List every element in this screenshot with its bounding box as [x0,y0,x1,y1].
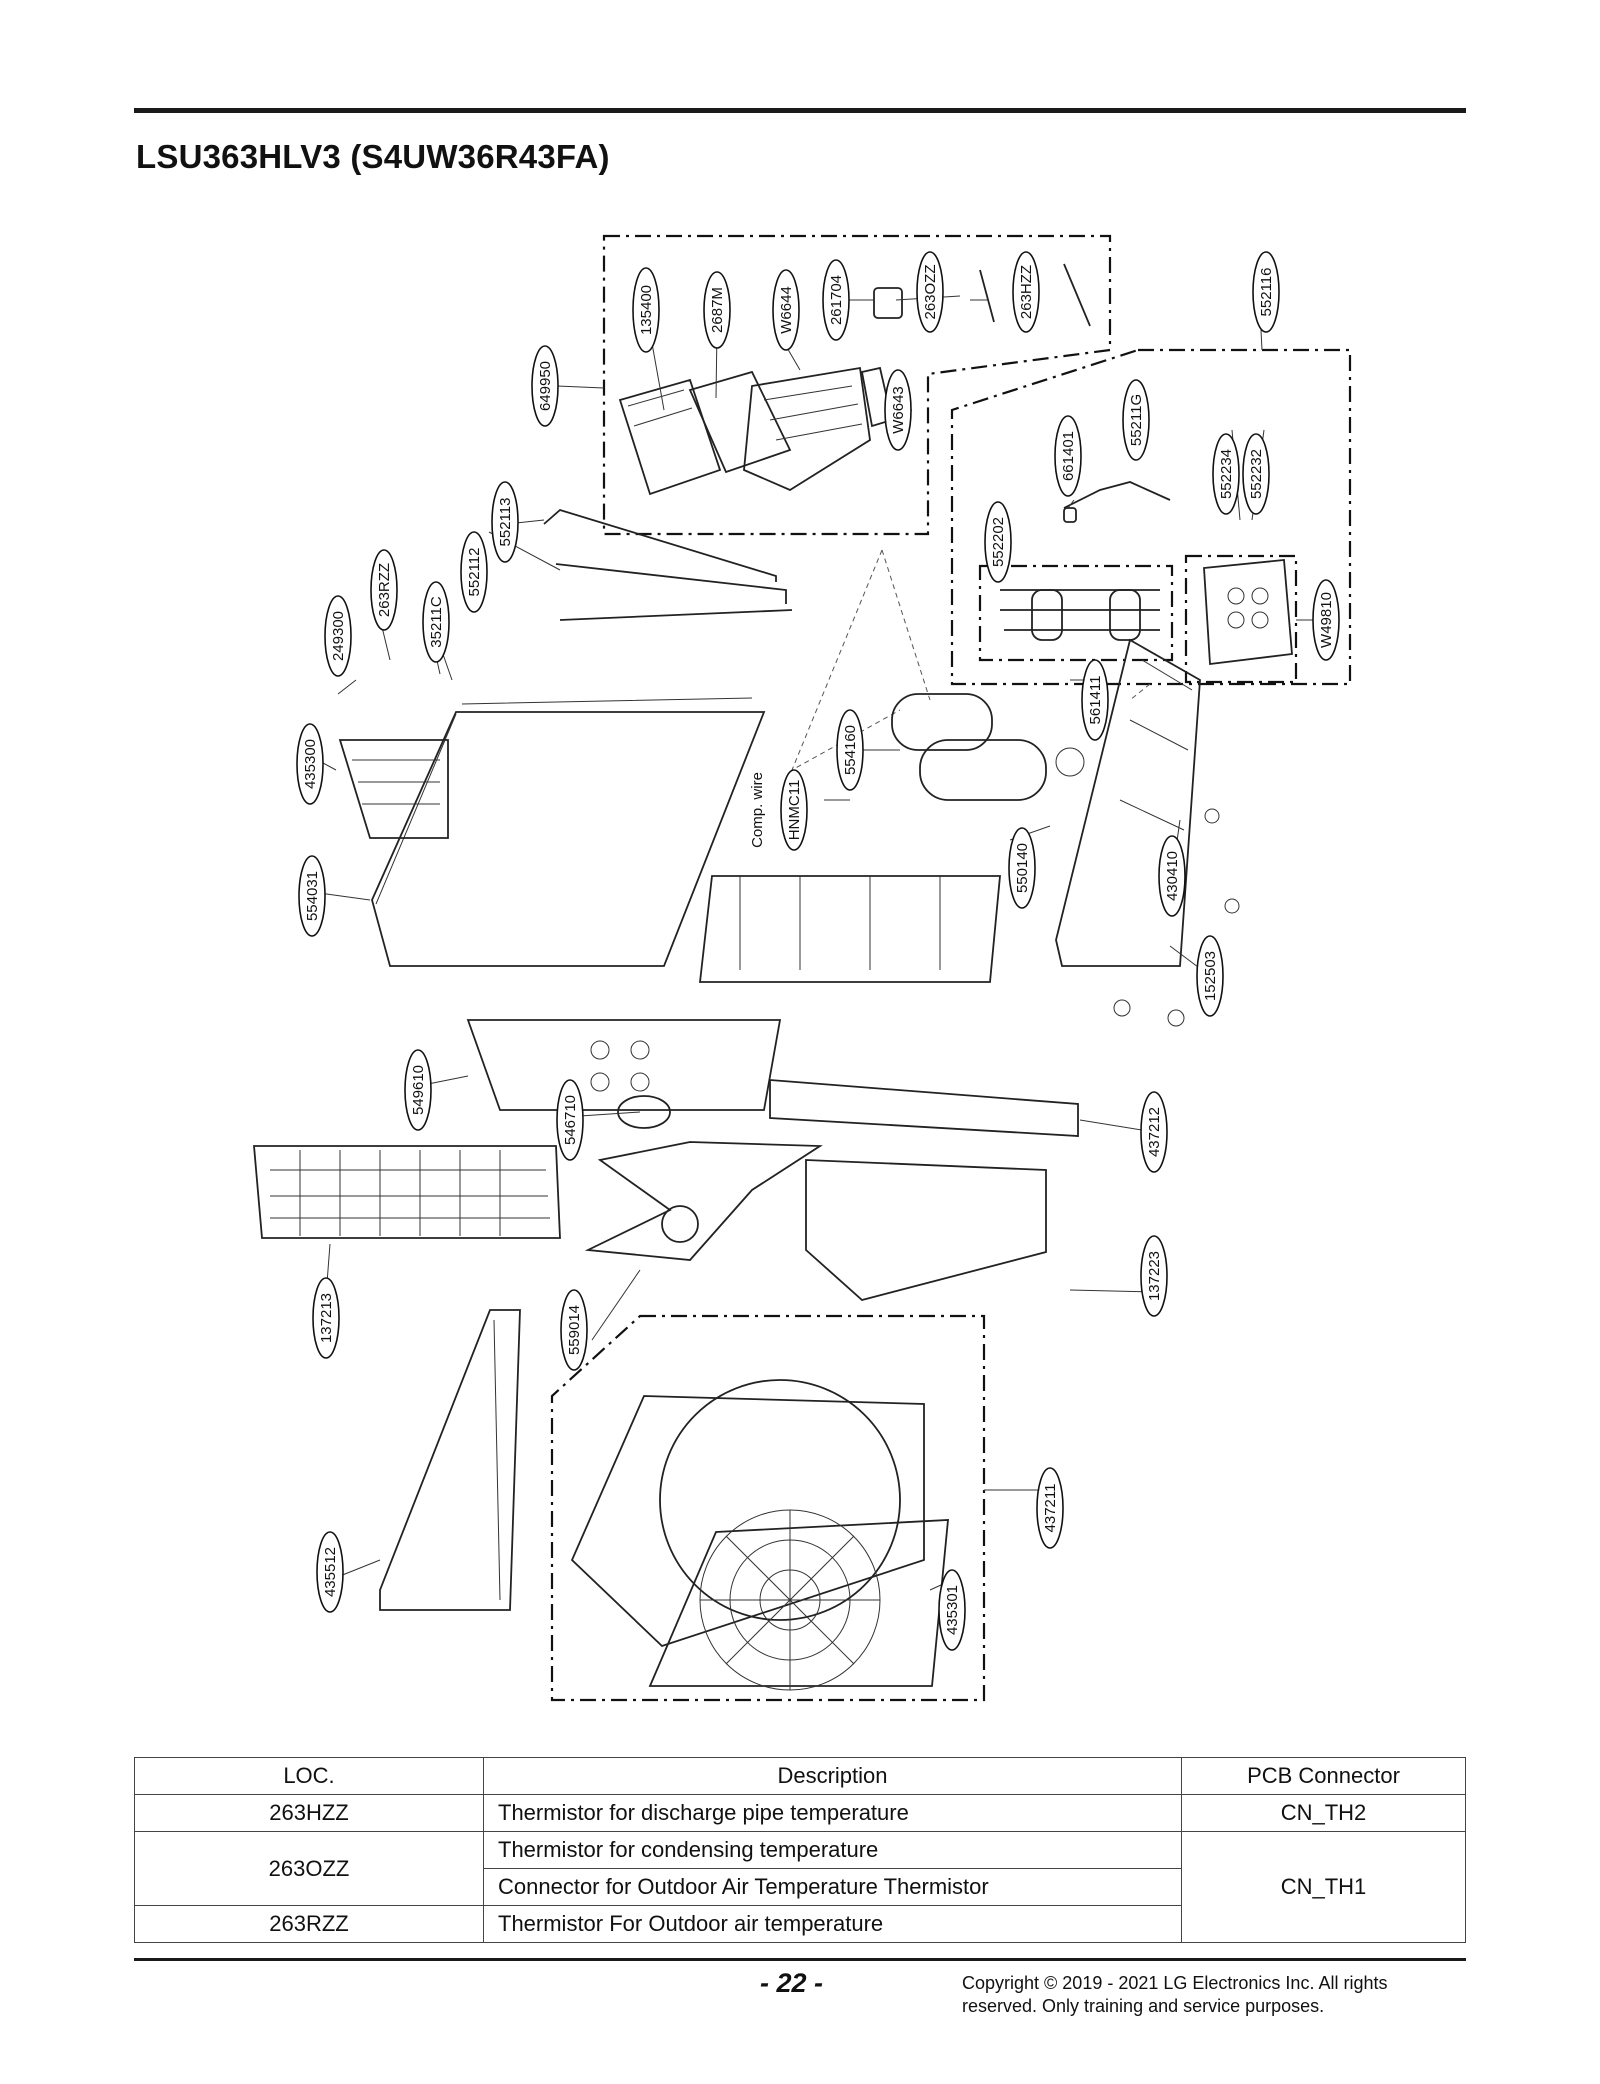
table-row: 263HZZ Thermistor for discharge pipe tem… [134,1794,1466,1832]
part-label: 559014 [566,1305,583,1355]
exploded-view-diagram: 135400 2687M W6644 261704 263OZZ 263HZZ … [253,234,1352,1702]
part-label: 135400 [638,285,655,335]
reversing-valve-box [978,564,1174,662]
part-label: 263HZZ [1018,265,1035,319]
part-label: 263OZZ [922,264,939,319]
part-label: 137213 [318,1293,335,1343]
part-label: 546710 [562,1095,579,1145]
part-label: 552234 [1218,449,1235,499]
table-row: Connector for Outdoor Air Temperature Th… [135,1868,1466,1906]
part-label: HNMC11 [786,780,803,841]
loc-cell: 263OZZ [134,1831,484,1906]
page-title: LSU363HLV3 (S4UW36R43FA) [136,138,610,175]
description-cell: Connector for Outdoor Air Temperature Th… [483,1868,1182,1906]
column-header: PCB Connector [1181,1757,1466,1795]
description-cell: Thermistor for discharge pipe temperatur… [483,1794,1182,1832]
valve-group-boundary [950,348,1352,686]
column-header: Description [483,1757,1182,1795]
part-label: W49810 [1318,592,1335,648]
part-label: 430410 [1164,851,1181,901]
part-label: 435300 [302,739,319,789]
part-label: 35211C [428,596,445,648]
part-label: 437211 [1042,1484,1059,1533]
part-label: 661401 [1060,431,1077,481]
copyright-notice: Copyright © 2019 - 2021 LG Electronics I… [962,1973,1388,2016]
part-label: 263RZZ [376,563,393,617]
part-label: 552232 [1248,449,1265,499]
loc-cell: 263RZZ [134,1905,484,1943]
loc-cell: 263HZZ [134,1794,484,1832]
compressor-assembly [698,638,1240,1027]
pcb-group-boundary [602,234,1112,536]
footer-rule [134,1958,1466,1961]
description-cell: Thermistor for condensing temperature [483,1831,1182,1869]
table-row: 263RZZ Thermistor For Outdoor air temper… [134,1905,1466,1943]
part-balloons: 135400 2687M W6644 261704 263OZZ 263HZZ … [296,251,1340,1651]
part-label: 550140 [1014,843,1031,893]
part-label: 549610 [410,1065,427,1115]
valve-assembly [1000,481,1293,666]
leader-lines [309,295,1326,1591]
part-label: W6644 [778,286,795,334]
page-number: - 22 - [760,1968,824,1998]
part-label: Comp. wire [749,772,766,848]
part-label: 55211G [1128,394,1145,446]
part-label: 2687M [709,287,726,333]
part-label: 554160 [842,725,859,775]
part-label: 435512 [322,1547,339,1597]
table-row: 263OZZ Thermistor for condensing tempera… [134,1831,1466,1943]
pcb-cell: CN_TH1 [1181,1831,1466,1943]
description-cell: Thermistor For Outdoor air temperature [483,1905,1182,1943]
part-label: 554031 [304,871,321,921]
part-label: W6643 [890,386,907,434]
part-label: 137223 [1146,1251,1163,1301]
part-label: 552112 [466,548,483,597]
part-label: 435301 [944,1585,961,1635]
reactor-box [1184,554,1298,684]
part-label: 552113 [497,498,514,547]
part-label: 561411 [1087,676,1104,725]
front-grille [570,1379,949,1691]
pcb-assembly [618,263,1091,496]
part-label: 437212 [1146,1107,1163,1157]
fan-and-panels [253,1019,1079,1611]
part-label: 649950 [537,361,554,411]
part-label: 552202 [990,517,1007,567]
header-rule [134,108,1466,113]
thermistor-table: LOC. Description PCB Connector 263HZZ Th… [134,1757,1466,1943]
part-label: 152503 [1202,951,1219,1001]
column-header: LOC. [134,1757,484,1795]
heat-exchanger [338,508,793,967]
part-label: 552116 [1258,268,1275,317]
front-panel-group-boundary [550,1314,986,1702]
part-label: 261704 [828,275,845,325]
pcb-cell: CN_TH2 [1181,1794,1466,1832]
table-header-row: LOC. Description PCB Connector [134,1757,1466,1795]
part-label: 249300 [330,611,347,661]
